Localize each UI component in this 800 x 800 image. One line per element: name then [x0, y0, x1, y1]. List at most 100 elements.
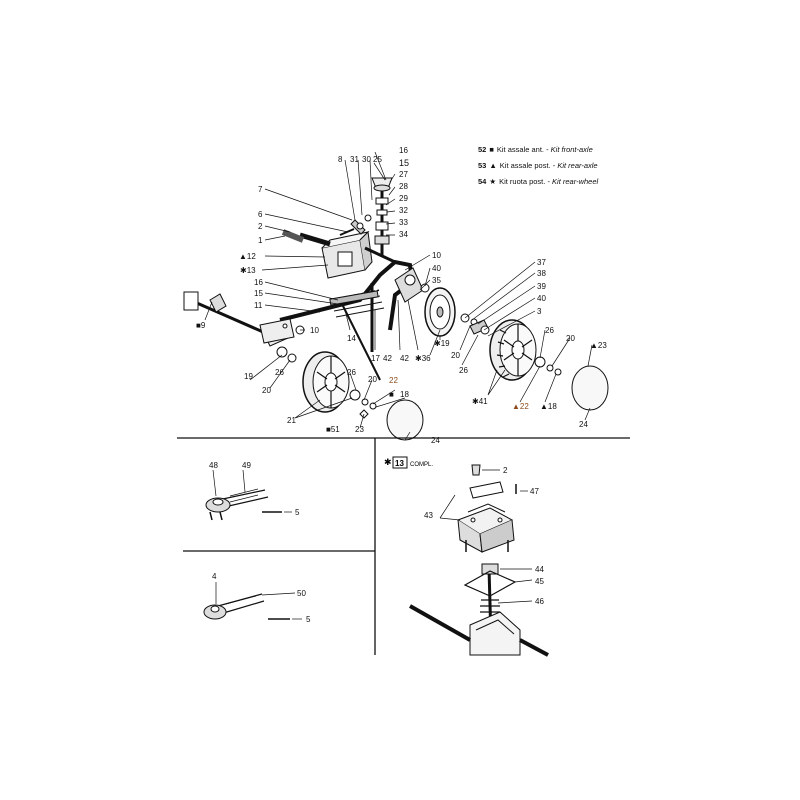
callout: 14 [347, 334, 356, 343]
callout: 3 [537, 307, 542, 316]
callout: 10 [310, 326, 319, 335]
callout: 34 [399, 230, 408, 239]
compl-box [392, 456, 408, 469]
callout: 49 [242, 461, 251, 470]
callout: ✱41 [472, 397, 488, 406]
rear-right-wheel [489, 319, 609, 411]
callout: 24 [579, 420, 588, 429]
callout: 1 [258, 236, 263, 245]
callout: 5 [295, 508, 300, 517]
callout: ▲18 [540, 402, 557, 411]
callout: 31 [350, 155, 359, 164]
callout: 4 [212, 572, 217, 581]
callout: 32 [399, 206, 408, 215]
compl-title: ✱ 13 COMPL. [384, 456, 433, 469]
callout: 10 [432, 251, 441, 260]
callout: 17 [371, 354, 380, 363]
callout: 16 [399, 146, 408, 155]
callout: 45 [535, 577, 544, 586]
callout: 15 [254, 289, 263, 298]
callout: ■51 [326, 425, 340, 434]
callout: ✱36 [415, 354, 431, 363]
callout: ✱13 [240, 266, 256, 275]
callout: 33 [399, 218, 408, 227]
callout: 48 [209, 461, 218, 470]
callout: 40 [537, 294, 546, 303]
leader-lines [204, 151, 593, 441]
drive-gear [394, 267, 456, 337]
callout: 27 [399, 170, 408, 179]
main-exploded-view [183, 151, 609, 441]
callout: 2 [258, 222, 263, 231]
callout: 20 [368, 375, 377, 384]
br-labels: 2 47 43 44 45 46 [424, 466, 544, 606]
gearbox [281, 219, 396, 279]
callout: 24 [431, 436, 440, 445]
callout: 29 [399, 194, 408, 203]
legend-it-label: Kit assale post. [499, 161, 551, 170]
compl-prefix: ✱ [384, 457, 392, 467]
callout: 40 [432, 264, 441, 273]
callout: 7 [258, 185, 263, 194]
kit-legend: 52■Kit assale ant. - Kit front-axle 53▲K… [478, 142, 598, 190]
rear-right-washers [460, 313, 490, 335]
legend-en-label: Kit rear-wheel [552, 177, 599, 186]
legend-row-rear-axle: 53▲Kit assale post. - Kit rear-axle [478, 161, 598, 170]
frame-lever [279, 259, 415, 381]
triangle-icon: ▲ [489, 161, 497, 170]
callout: 43 [424, 511, 433, 520]
callout: 37 [537, 258, 546, 267]
callout: 23 [355, 425, 364, 434]
main-callout-labels: 16 15 27 28 29 32 33 34 8 31 30 25 7 6 2… [196, 146, 607, 445]
upper-shaft [339, 177, 393, 255]
legend-row-front-axle: 52■Kit assale ant. - Kit front-axle [478, 145, 593, 154]
callout: 26 [459, 366, 468, 375]
legend-it-label: Kit assale ant. [496, 145, 544, 154]
callout: 18 [400, 390, 409, 399]
callout: 15 [399, 158, 409, 168]
square-icon: ■ [489, 145, 494, 154]
callout: 38 [537, 269, 546, 278]
legend-en-label: Kit front-axle [550, 145, 593, 154]
callout: 26 [545, 326, 554, 335]
legend-it-label: Kit ruota post. [499, 177, 546, 186]
callout: 50 [297, 589, 306, 598]
legend-number: 52 [478, 145, 487, 154]
callout: 26 [275, 368, 284, 377]
compl-number: 13 [395, 459, 404, 468]
callout: ▲23 [590, 341, 607, 350]
callout: 20 [451, 351, 460, 360]
callout: ▲22 [512, 402, 529, 411]
callout: 39 [537, 282, 546, 291]
panel-dividers [177, 437, 630, 655]
callout: 44 [535, 565, 544, 574]
callout: 47 [530, 487, 539, 496]
callout: ▲12 [239, 252, 256, 261]
callout: 19 [244, 372, 253, 381]
legend-en-label: Kit rear-axle [557, 161, 598, 170]
legend-number: 53 [478, 161, 487, 170]
star-icon: ★ [489, 177, 497, 186]
pivot-bracket [259, 318, 305, 344]
callout: 5 [306, 615, 311, 624]
callout: 8 [338, 155, 343, 164]
detail-cable-link-b [203, 582, 302, 620]
detail-cable-link-a [205, 469, 292, 521]
compl-suffix: COMPL. [410, 462, 433, 468]
callout: ✱19 [434, 339, 450, 348]
callout: 6 [258, 210, 263, 219]
callout: 2 [503, 466, 508, 475]
bl-upper-labels: 48 49 5 [209, 461, 300, 517]
detail-gearbox-assembly [409, 464, 549, 657]
callout: 30 [362, 155, 371, 164]
callout: 42 [400, 354, 409, 363]
callout: 35 [432, 276, 441, 285]
callout: ■ [389, 390, 394, 399]
callout: 42 [383, 354, 392, 363]
callout: 46 [535, 597, 544, 606]
callout: 21 [287, 416, 296, 425]
callout: 22 [389, 376, 398, 385]
legend-number: 54 [478, 177, 487, 186]
callout: 11 [254, 301, 263, 310]
